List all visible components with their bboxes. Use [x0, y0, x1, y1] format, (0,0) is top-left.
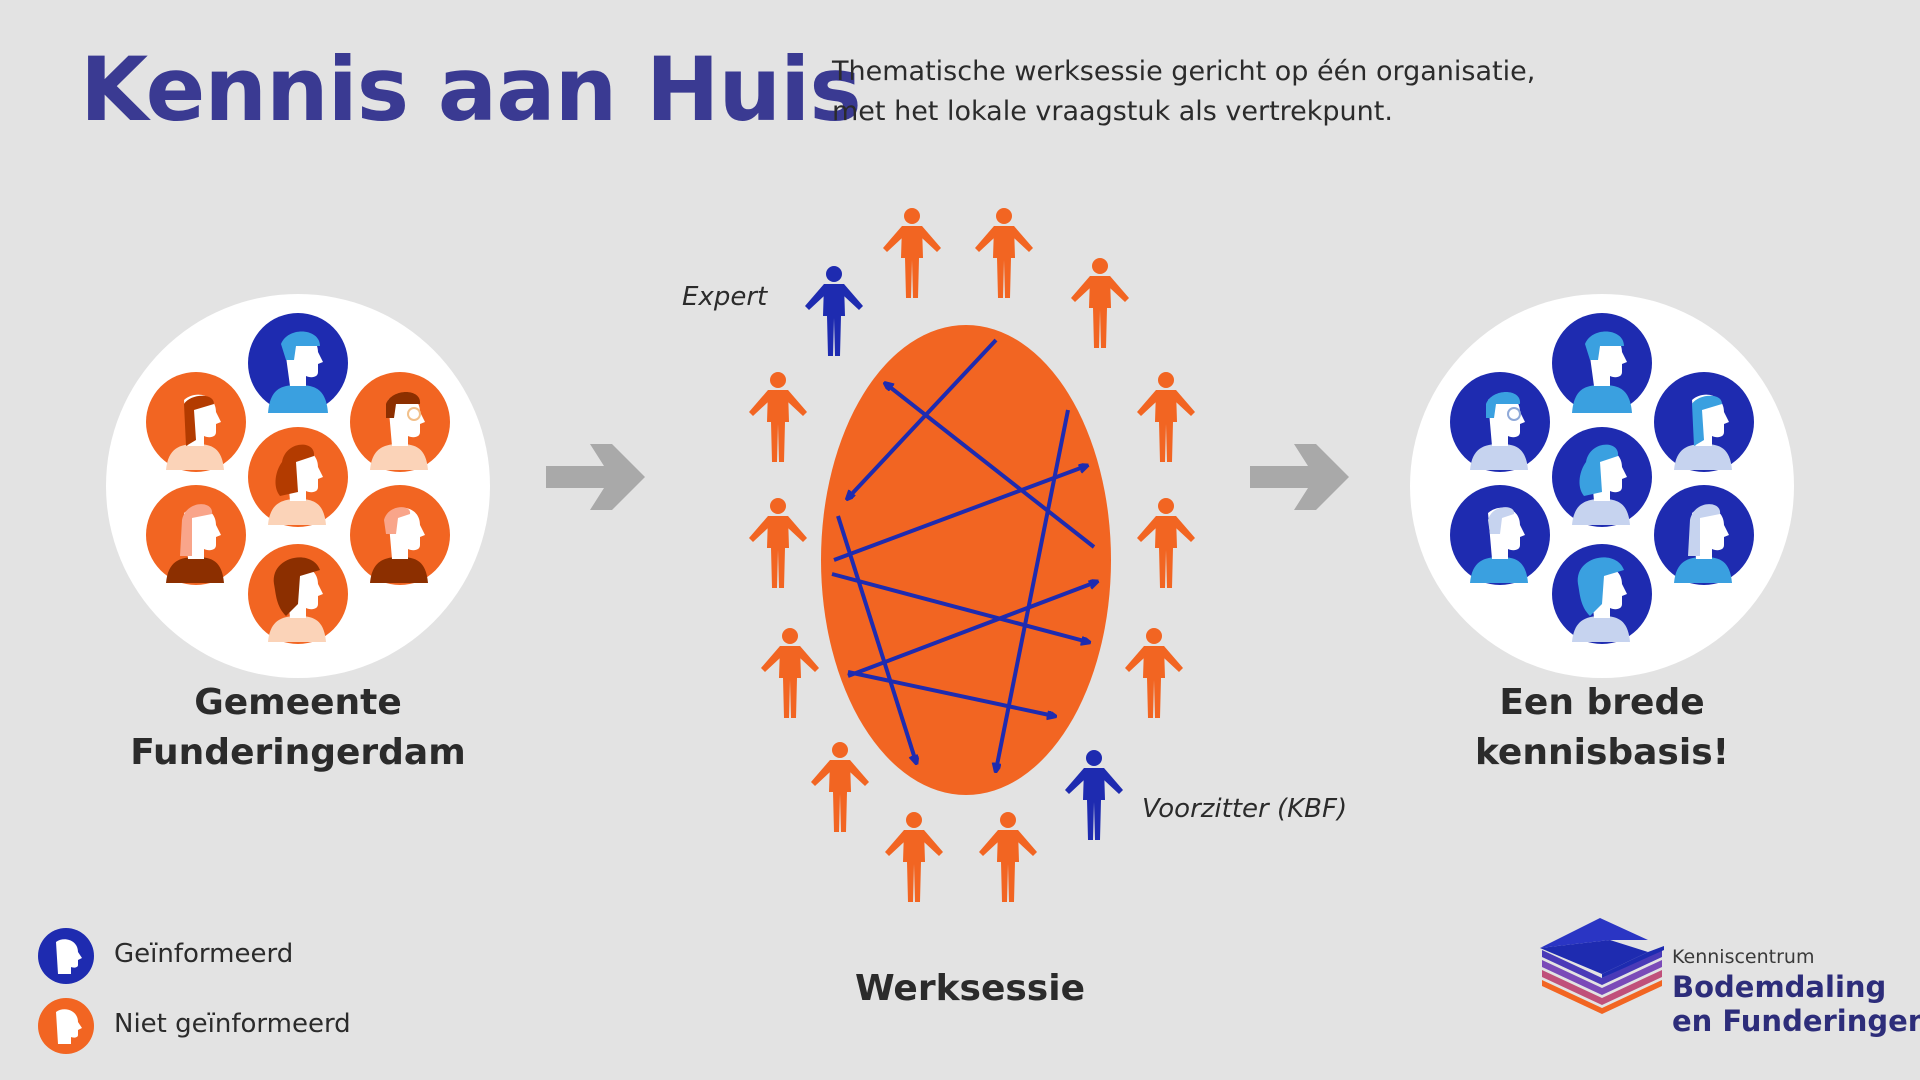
- right-arrow-icon: [546, 444, 645, 510]
- chair-person-icon: [1065, 750, 1123, 840]
- left-group-label: Gemeente Funderingerdam: [118, 678, 478, 778]
- left-group: [106, 294, 490, 678]
- avatar-3: [1654, 372, 1754, 472]
- legend-not-informed-label: Niet geïnformeerd: [114, 1009, 351, 1039]
- person-icon: [979, 812, 1037, 902]
- left-label-line-1: Gemeente: [194, 682, 402, 723]
- avatar-5: [1450, 485, 1550, 585]
- avatar-7: [1552, 544, 1652, 644]
- avatar-6: [1654, 485, 1754, 585]
- avatar-5: [146, 485, 246, 585]
- person-icon: [1071, 258, 1129, 348]
- page-subtitle: Thematische werksessie gericht op één or…: [832, 52, 1592, 132]
- avatar-2: [146, 372, 246, 472]
- logo-mark: [1540, 918, 1664, 1014]
- session-oval: [821, 325, 1111, 795]
- expert-person-icon: [805, 266, 863, 356]
- person-icon: [1137, 372, 1195, 462]
- right-label-line-1: Een brede: [1499, 682, 1705, 723]
- person-icon: [811, 742, 869, 832]
- right-group-label: Een brede kennisbasis!: [1422, 678, 1782, 778]
- person-icon: [1125, 628, 1183, 718]
- person-icon: [749, 498, 807, 588]
- legend-informed: Geïnformeerd: [94, 926, 293, 982]
- avatar-1: [248, 313, 348, 413]
- avatar-6: [350, 485, 450, 585]
- logo-text: Kenniscentrum Bodemdaling en Funderingen: [1672, 944, 1920, 1038]
- person-icon: [749, 372, 807, 462]
- expert-label: Expert: [682, 282, 768, 312]
- legend-not-informed: Niet geïnformeerd: [94, 996, 351, 1052]
- person-icon: [885, 812, 943, 902]
- logo-line-2: Bodemdaling: [1672, 970, 1887, 1004]
- person-icon: [883, 208, 941, 298]
- subtitle-line-1: Thematische werksessie gericht op één or…: [832, 56, 1536, 87]
- page-title: Kennis aan Huis: [80, 38, 862, 141]
- right-label-line-2: kennisbasis!: [1474, 732, 1730, 773]
- avatar-1: [1552, 313, 1652, 413]
- left-label-line-2: Funderingerdam: [130, 732, 466, 773]
- chair-label: Voorzitter (KBF): [1142, 794, 1348, 824]
- right-arrow-icon: [1250, 444, 1349, 510]
- logo-line-1: Kenniscentrum: [1672, 946, 1815, 968]
- person-icon: [975, 208, 1033, 298]
- right-group: [1410, 294, 1794, 678]
- avatar-4: [248, 427, 348, 527]
- person-icon: [761, 628, 819, 718]
- avatar-2: [1450, 372, 1550, 472]
- subtitle-line-2: met het lokale vraagstuk als vertrekpunt…: [832, 96, 1393, 127]
- legend-not-informed-icon: [38, 998, 94, 1054]
- avatar-4: [1552, 427, 1652, 527]
- avatar-7: [248, 544, 348, 644]
- center-label: Werksessie: [855, 968, 1085, 1009]
- exchange-arrows: [831, 338, 1096, 770]
- legend-informed-icon: [38, 928, 94, 984]
- avatar-3: [350, 372, 450, 472]
- person-icon: [1137, 498, 1195, 588]
- logo-line-3: en Funderingen: [1672, 1004, 1920, 1038]
- legend-informed-label: Geïnformeerd: [114, 939, 294, 969]
